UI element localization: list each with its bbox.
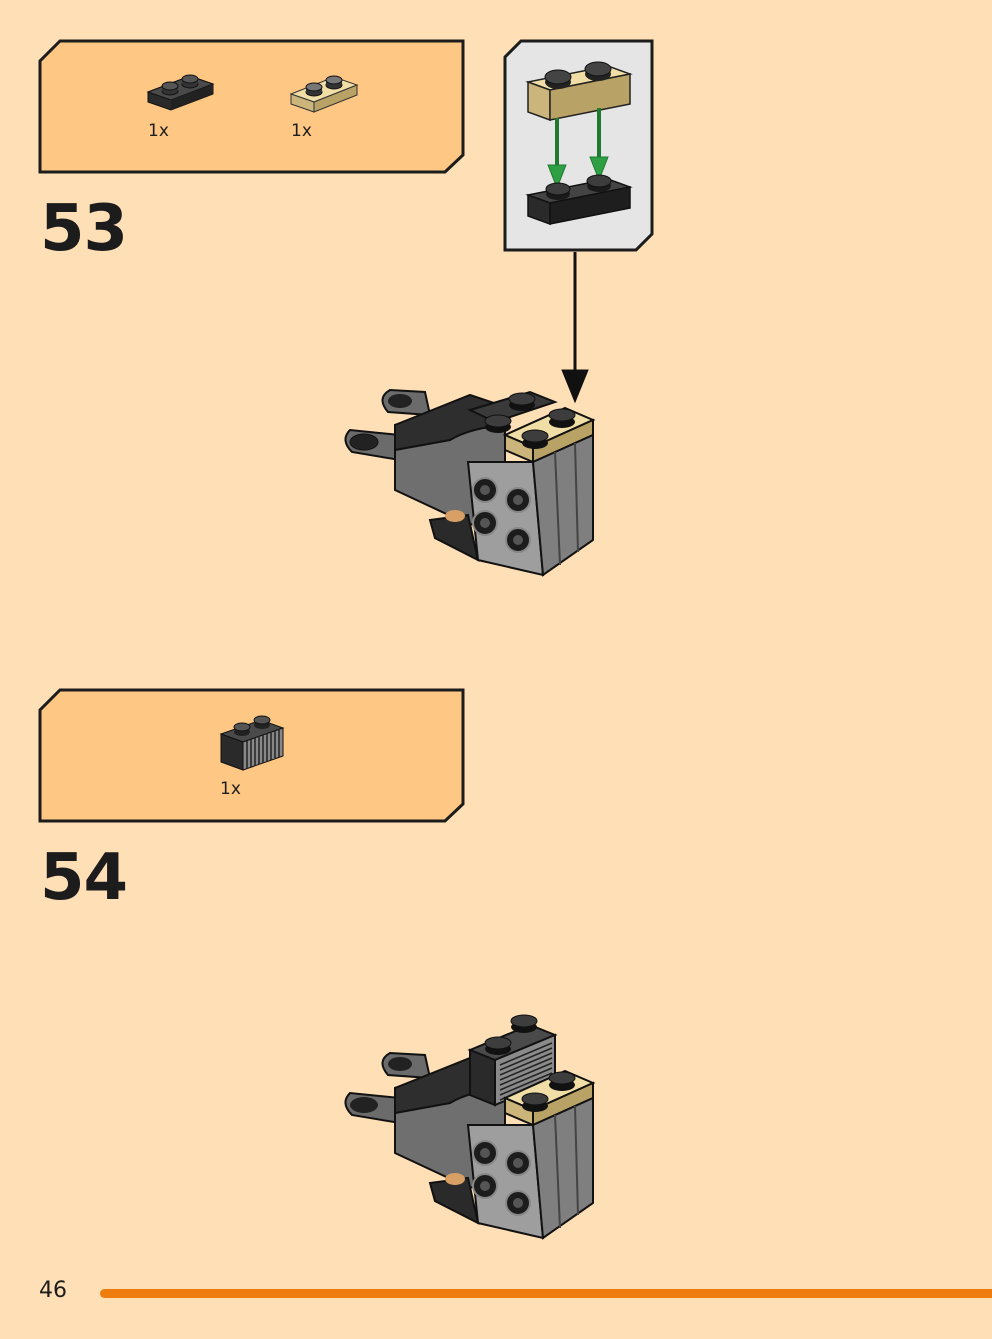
step-53-parts-callout	[38, 39, 465, 174]
sub-assembly-callout	[503, 39, 654, 404]
step-54-parts-callout	[38, 688, 465, 823]
step-53-model-illustration	[344, 388, 596, 577]
step-54-number: 54	[40, 841, 128, 915]
step-53-number: 53	[40, 192, 128, 266]
dark-gray-grille-brick-1x2-icon	[219, 715, 285, 771]
dark-gray-plate-1x2-icon	[146, 74, 215, 111]
step-53-part-2-qty: 1x	[291, 121, 312, 141]
page-number: 46	[39, 1278, 67, 1303]
page-accent-bar	[100, 1289, 992, 1298]
step-54-model-illustration	[344, 1014, 596, 1240]
step-53-part-1-qty: 1x	[148, 121, 169, 141]
tan-plate-1x2-icon	[289, 75, 359, 113]
step-54-part-1-qty: 1x	[220, 779, 241, 799]
